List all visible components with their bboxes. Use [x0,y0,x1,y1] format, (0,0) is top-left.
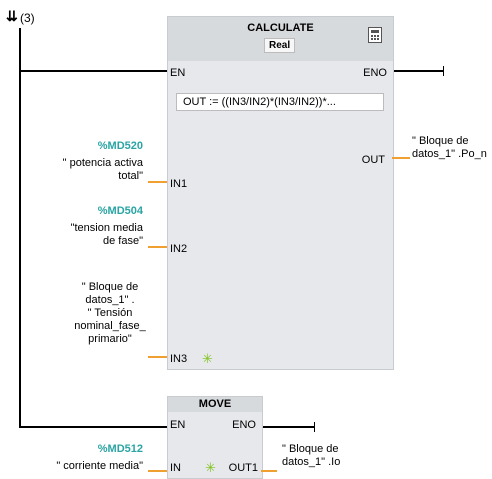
collapse-icon[interactable]: ⇊ [6,8,18,24]
move-in-operand-symbol[interactable]: " corriente media" [56,460,143,472]
move-out1-label: OUT1 [228,462,258,474]
move-out1-operand-line2[interactable]: datos_1" .Io [282,456,341,468]
in3-operand-line2[interactable]: datos_1" . [85,294,135,306]
in3-operand-line1[interactable]: " Bloque de [81,281,139,293]
calculate-in3-label: IN3 [170,353,188,365]
calculate-eno-wire [392,70,444,72]
calculate-title: CALCULATE [247,22,314,34]
out-operand-line1[interactable]: " Bloque de [412,135,469,147]
in2-wire [148,246,167,248]
calculate-in1-label: IN1 [170,178,188,190]
calculate-expression[interactable]: OUT := ((IN3/IN2)*(IN3/IN2))*... [176,93,384,111]
calculate-out-label: OUT [361,154,385,166]
move-en-label: EN [170,419,186,431]
calculate-in2-label: IN2 [170,243,188,255]
network-label: (3) [20,11,35,25]
move-in-label: IN [170,462,181,474]
move-in-wire [148,470,167,472]
in2-operand-symbol-line2[interactable]: de fase" [103,235,143,247]
in2-operand-address[interactable]: %MD504 [97,205,143,217]
move-block[interactable]: MOVE EN ENO IN ✳ OUT1 [167,396,263,479]
move-block-header [168,397,262,412]
in1-operand-symbol-line2[interactable]: total" [118,170,143,182]
move-in-operand-address[interactable]: %MD512 [97,443,143,455]
in3-operand-line5[interactable]: primario" [88,333,132,345]
in1-operand-symbol-line1[interactable]: " potencia activa [62,157,143,169]
move-eno-label: ENO [232,419,256,431]
in3-operand-line3[interactable]: " Tensión [87,307,133,319]
in3-wire [148,356,167,358]
out-operand-line2[interactable]: datos_1" .Po_n [412,148,487,160]
move-out1-wire [261,470,277,472]
out-wire [392,157,410,159]
calculate-en-label: EN [170,67,186,79]
calculate-block[interactable]: CALCULATE Real EN ENO OUT := ((IN3/IN2)*… [167,16,394,370]
move-eno-wire-end [314,422,315,432]
calculate-eno-label: ENO [363,67,387,79]
power-rail [19,28,21,427]
add-input-star-icon[interactable]: ✳ [202,351,213,366]
add-output-star-icon[interactable]: ✳ [205,460,216,475]
in3-operand-line4[interactable]: nominal_fase_ [74,320,146,332]
in2-operand-symbol-line1[interactable]: "tension media [70,222,143,234]
move-eno-wire [261,426,315,428]
calculate-type-dropdown[interactable]: Real [264,38,296,53]
move-out1-operand-line1[interactable]: " Bloque de [282,443,339,455]
in1-wire [148,181,167,183]
calculator-icon[interactable] [368,27,382,43]
calculate-eno-wire-end [443,66,444,76]
rung-wire-2 [19,426,167,428]
rung-wire-1 [19,70,167,72]
move-title: MOVE [198,398,232,410]
in1-operand-address[interactable]: %MD520 [97,140,143,152]
